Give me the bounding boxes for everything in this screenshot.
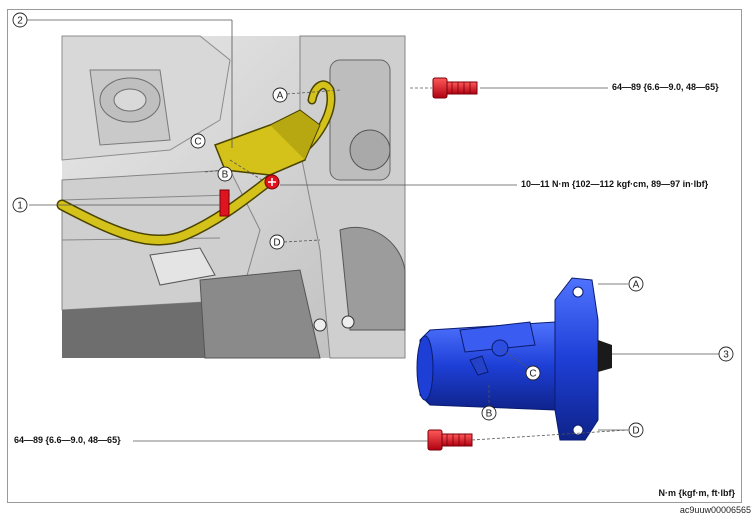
callout-d-starter: D — [628, 422, 644, 438]
torque-label-top-bolt: 64—89 {6.6—9.0, 48—65} — [612, 82, 719, 92]
bolt-top-icon — [432, 77, 478, 99]
callout-3: 3 — [718, 346, 734, 362]
svg-text:C: C — [529, 369, 536, 380]
svg-text:A: A — [277, 91, 284, 102]
callout-2: 2 — [12, 12, 28, 28]
engine-illustration — [56, 35, 406, 359]
svg-text:2: 2 — [17, 16, 23, 27]
torque-label-bottom-bolt: 64—89 {6.6—9.0, 48—65} — [14, 435, 121, 445]
svg-text:C: C — [194, 137, 201, 148]
leader-lines — [20, 19, 719, 442]
starter-motor-illustration — [410, 268, 622, 448]
callout-a-engine: A — [272, 87, 288, 103]
callout-b-engine: B — [217, 166, 233, 182]
svg-text:B: B — [486, 409, 493, 420]
callout-b-starter: B — [481, 405, 497, 421]
svg-text:D: D — [273, 238, 280, 249]
callout-d-engine: D — [269, 234, 285, 250]
image-code: ac9uuw00006565 — [679, 505, 751, 515]
svg-text:A: A — [633, 280, 640, 291]
torque-label-nut: 10—11 N·m {102—112 kgf·cm, 89—97 in·lbf} — [521, 179, 709, 189]
units-legend: N·m {kgf·m, ft·lbf} — [658, 488, 736, 498]
svg-text:D: D — [632, 426, 639, 437]
svg-text:B: B — [222, 170, 229, 181]
svg-text:3: 3 — [723, 350, 729, 361]
callout-c-engine: C — [190, 133, 206, 149]
callout-a-starter: A — [628, 276, 644, 292]
callout-1: 1 — [12, 197, 28, 213]
svg-text:1: 1 — [17, 201, 23, 212]
callout-c-starter: C — [525, 365, 541, 381]
